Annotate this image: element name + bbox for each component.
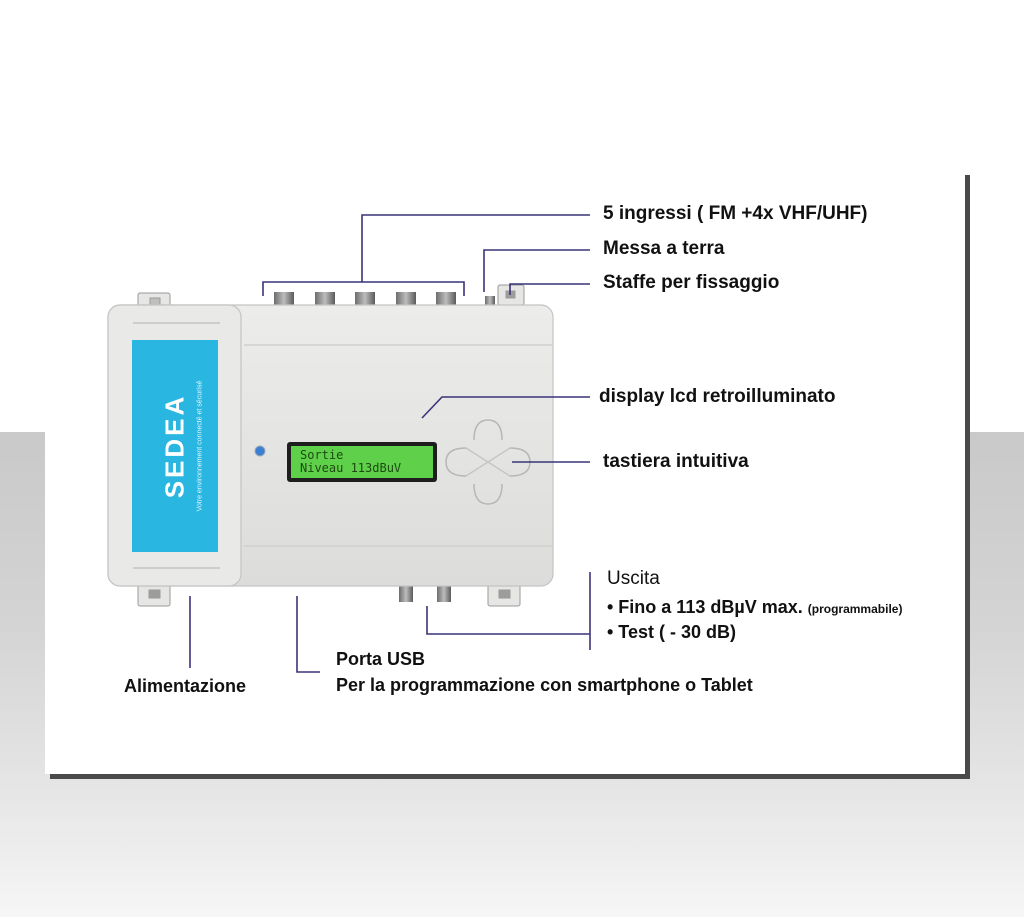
output-programmable-note: (programmabile) [807,602,903,616]
usb-title: Porta USB [336,649,426,669]
lcd-line-2: Niveau 113dBuV [300,461,402,475]
display-label: display lcd retroilluminato [599,386,836,407]
usb-description: Per la programmazione con smartphone o T… [336,675,753,695]
keypad-label: tastiera intuitiva [603,451,749,472]
output-line-2: • Test ( - 30 dB) [607,622,736,642]
power-label: Alimentazione [124,676,247,696]
input-connectors [274,292,495,308]
lcd-line-1: Sortie [300,448,344,462]
output-title: Uscita [607,568,660,589]
output-max-text: • Fino a 113 dBµV max. [607,597,803,617]
output-connectors [399,586,451,602]
inputs-label: 5 ingressi ( FM +4x VHF/UHF) [603,203,868,224]
ground-label: Messa a terra [603,238,725,259]
brand-panel [132,340,218,552]
output-line-1: • Fino a 113 dBµV max. (programmabile) [607,598,902,616]
status-led [254,445,266,457]
leader-lines [189,214,591,673]
lcd-screen [291,446,433,478]
brackets-label: Staffe per fissaggio [603,272,780,293]
